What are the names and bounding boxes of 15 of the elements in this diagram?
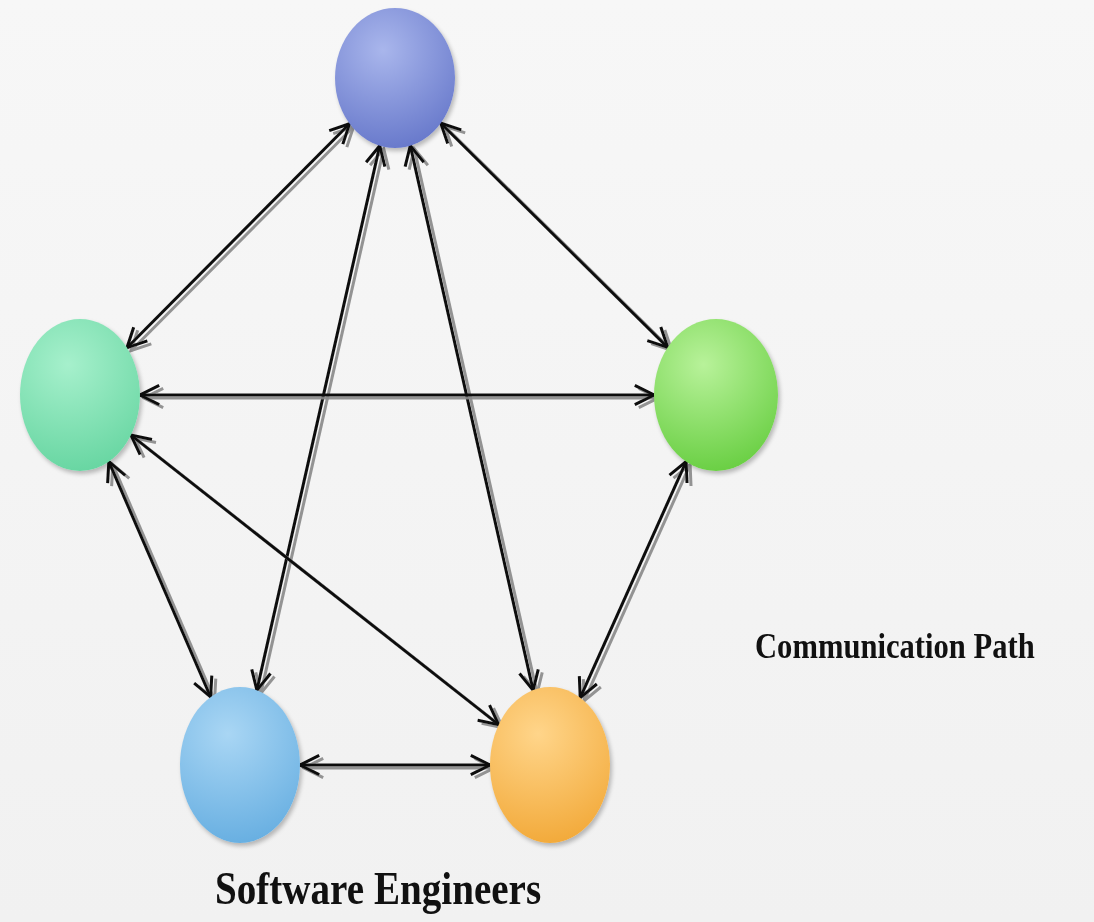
double-arrow [298, 753, 492, 777]
double-arrow [577, 460, 689, 700]
double-arrow [129, 433, 501, 727]
double-arrow [403, 144, 540, 692]
person-circle [490, 687, 610, 843]
double-arrow [138, 383, 656, 407]
double-arrow [106, 460, 214, 699]
double-arrow [250, 144, 387, 692]
person-circle [335, 8, 455, 148]
person-circle [180, 687, 300, 843]
caption-text: Software Engineers [215, 862, 542, 915]
double-arrow [125, 122, 352, 350]
person-circle [654, 319, 778, 471]
caption-text: Communication Path [755, 625, 1035, 667]
double-arrow [439, 121, 670, 349]
